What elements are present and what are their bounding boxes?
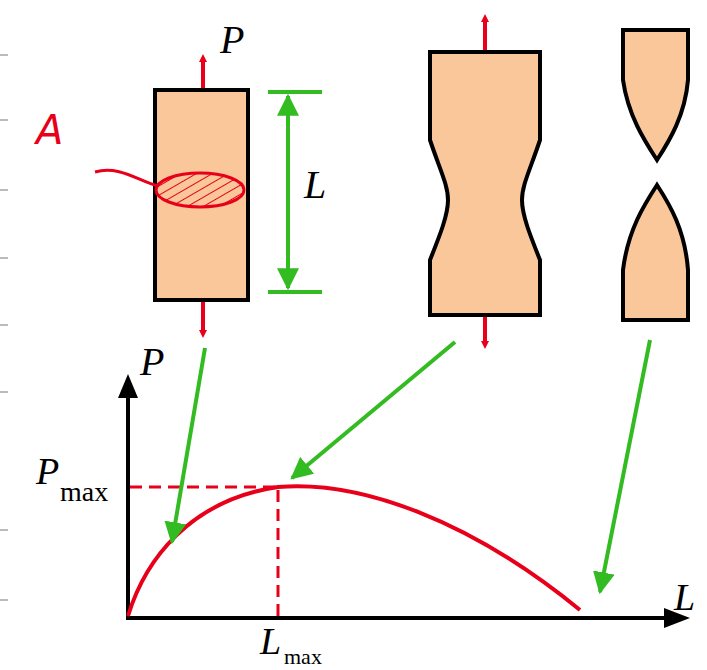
axis-value: L bbox=[260, 622, 281, 660]
length-label: L bbox=[304, 165, 326, 205]
fractured-piece bbox=[623, 185, 688, 320]
axis-value-subscript: max bbox=[284, 646, 322, 668]
axis-label: P bbox=[140, 342, 164, 382]
axis-value: P bbox=[36, 452, 59, 490]
leader-line bbox=[95, 170, 158, 186]
axes bbox=[118, 374, 690, 628]
axis-value-subscript: max bbox=[60, 478, 108, 506]
pointer-arrow bbox=[172, 340, 650, 592]
axis-label: L bbox=[674, 578, 695, 616]
specimen bbox=[155, 90, 248, 300]
section-label: A bbox=[36, 110, 63, 150]
guide-line bbox=[130, 487, 278, 616]
fractured-piece bbox=[623, 30, 688, 160]
load-curve bbox=[128, 486, 580, 616]
cross-section bbox=[156, 173, 244, 207]
force-label: P bbox=[220, 20, 244, 60]
edge-ticks bbox=[0, 55, 8, 600]
necked-specimen bbox=[430, 52, 540, 315]
